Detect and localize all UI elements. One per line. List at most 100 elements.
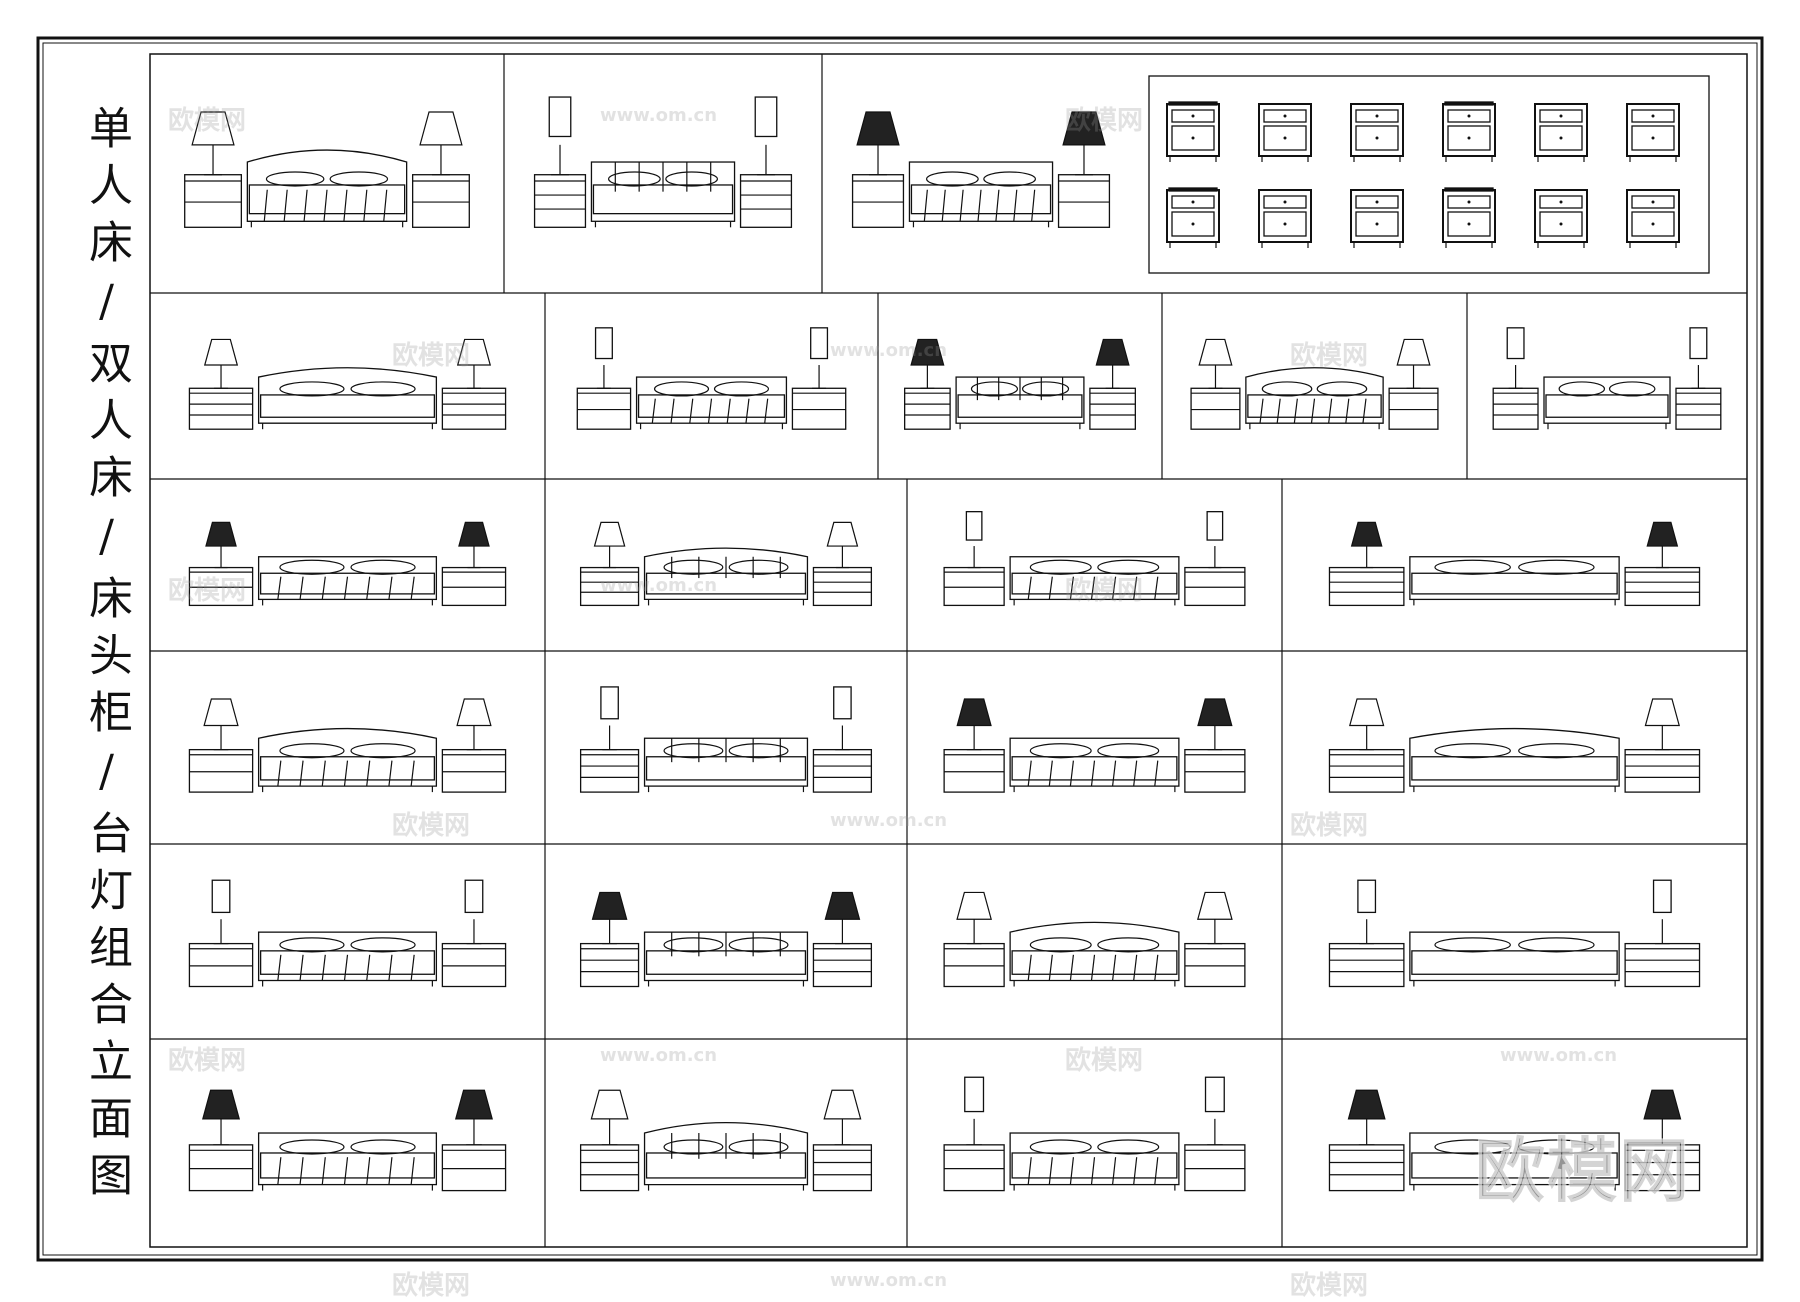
bed-elevation xyxy=(1245,367,1384,430)
nightstand xyxy=(441,748,507,793)
nightstand xyxy=(943,942,1005,988)
bed-elevation xyxy=(1409,1132,1620,1191)
pillow xyxy=(350,1139,416,1155)
table-lamp xyxy=(464,879,484,945)
nightstand xyxy=(791,387,847,430)
pillow xyxy=(1518,937,1595,953)
bed-elevation xyxy=(1009,1132,1180,1191)
table-lamp xyxy=(1652,879,1672,945)
pillow xyxy=(983,171,1036,187)
table-lamp xyxy=(833,686,852,751)
outer-frame-inner xyxy=(42,42,1758,1256)
bed-nightstand-lamp-combo xyxy=(904,338,1136,430)
bed-nightstand-lamp-combo xyxy=(184,111,470,228)
table-lamp xyxy=(600,686,619,751)
table-lamp xyxy=(594,327,613,389)
bed-nightstand-lamp-combo xyxy=(1328,1089,1701,1192)
bed-nightstand-lamp-combo xyxy=(1328,521,1701,607)
nightstand xyxy=(943,748,1005,793)
bed-nightstand-lamp-combo xyxy=(943,1076,1246,1192)
bed-elevation xyxy=(635,376,788,430)
pillow xyxy=(350,743,416,759)
nightstand xyxy=(1184,566,1246,607)
pillow xyxy=(265,171,325,187)
table-lamp xyxy=(1643,1089,1682,1146)
table-lamp xyxy=(1506,327,1525,389)
bed-nightstand-lamp-combo xyxy=(576,327,847,430)
nightstand xyxy=(1624,566,1701,607)
nightstand xyxy=(904,387,951,430)
table-lamp xyxy=(1347,1089,1386,1146)
bed-elevation xyxy=(257,727,438,793)
nightstand xyxy=(1328,942,1405,988)
table-lamp xyxy=(1197,891,1233,945)
table-lamp xyxy=(1646,521,1679,569)
nightstand-elevation xyxy=(1166,187,1220,248)
nightstand xyxy=(411,174,470,228)
watermark-big-logo: 欧模网 xyxy=(1474,1129,1691,1213)
table-lamp xyxy=(910,338,945,389)
pillow xyxy=(663,559,724,575)
bed-elevation xyxy=(1009,737,1180,793)
nightstand xyxy=(441,942,507,988)
nightstand xyxy=(812,748,873,793)
pillow xyxy=(1608,381,1656,397)
table-lamp xyxy=(1204,1076,1225,1146)
bed-elevation xyxy=(1009,921,1180,987)
table-lamp xyxy=(1197,698,1233,751)
bed-elevation xyxy=(1009,556,1180,606)
pillow xyxy=(1097,559,1160,575)
nightstand xyxy=(188,387,254,430)
bed-elevation xyxy=(643,737,809,793)
bed-elevation xyxy=(643,1122,809,1191)
pillow xyxy=(663,937,724,953)
nightstand xyxy=(1089,387,1136,430)
bed-nightstand-lamp-combo xyxy=(579,686,873,793)
pillow xyxy=(1434,937,1511,953)
nightstand xyxy=(812,1144,873,1192)
nightstand-elevation xyxy=(1442,101,1496,162)
pillow xyxy=(728,559,789,575)
table-lamp xyxy=(826,521,859,569)
pillow xyxy=(279,937,345,953)
nightstand xyxy=(1328,1144,1405,1192)
table-lamp xyxy=(591,891,628,945)
nightstand xyxy=(1624,748,1701,793)
bed-elevation xyxy=(257,1132,438,1191)
pillow xyxy=(970,381,1019,397)
nightstand-elevation xyxy=(1534,189,1588,248)
table-lamp xyxy=(1095,338,1130,389)
bed-nightstand-lamp-combo xyxy=(188,521,507,607)
bed-nightstand-lamp-combo xyxy=(188,879,507,988)
pillow xyxy=(728,937,789,953)
pillow xyxy=(1097,743,1160,759)
nightstand xyxy=(1388,387,1439,430)
pillow xyxy=(1029,937,1092,953)
bed-elevation xyxy=(590,161,736,228)
nightstand xyxy=(188,748,254,793)
bed-elevation xyxy=(1409,556,1620,606)
pillow xyxy=(1434,1139,1511,1155)
bed-elevation xyxy=(257,556,438,606)
pillow xyxy=(1518,559,1595,575)
bed-nightstand-lamp-combo xyxy=(943,891,1246,988)
bed-elevation xyxy=(908,161,1054,228)
pillow xyxy=(665,171,718,187)
table-lamp xyxy=(824,891,861,945)
nightstand xyxy=(1190,387,1241,430)
bed-nightstand-lamp-combo xyxy=(188,1089,507,1192)
nightstand-elevation xyxy=(1350,189,1404,248)
pillow xyxy=(1021,381,1070,397)
nightstand xyxy=(739,174,793,228)
bed-elevation xyxy=(955,376,1085,430)
outer-frame xyxy=(36,36,1764,1262)
nightstand-elevation xyxy=(1350,103,1404,162)
table-lamp xyxy=(202,1089,241,1146)
table-lamp xyxy=(1689,327,1708,389)
nightstand xyxy=(1675,387,1722,430)
nightstand xyxy=(576,387,632,430)
nightstand xyxy=(579,942,640,988)
pillow xyxy=(1434,559,1511,575)
bed-nightstand-lamp-combo xyxy=(579,1089,873,1192)
nightstand-elevation xyxy=(1258,189,1312,248)
